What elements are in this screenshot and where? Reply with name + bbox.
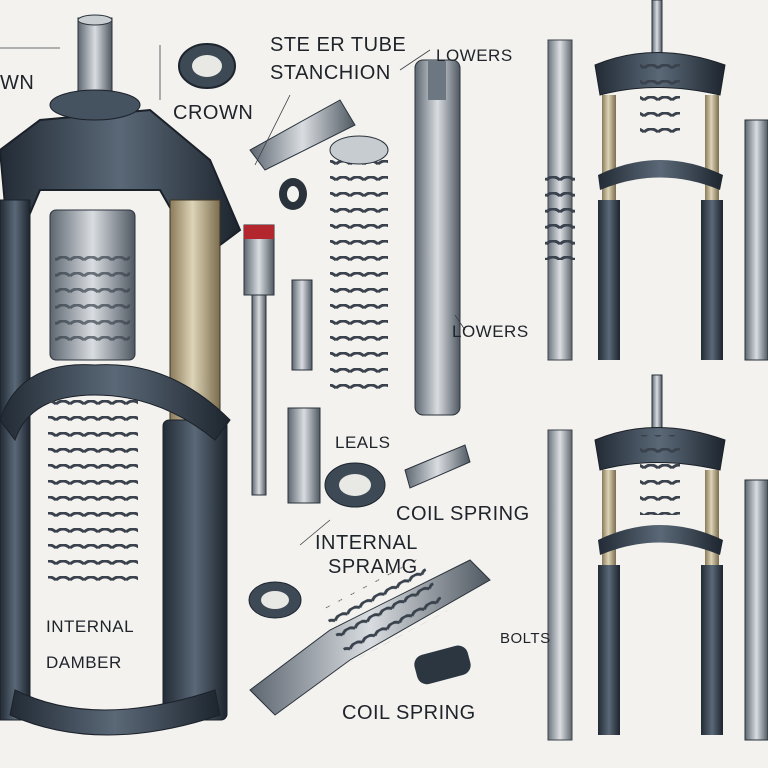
seals-label: LEALS <box>335 433 391 452</box>
fork-bottom-right <box>547 374 768 741</box>
lowers-part <box>414 59 461 416</box>
internal-spring-label-line2: SPRAMG <box>328 556 418 578</box>
internal-coil <box>48 400 138 590</box>
leader-lines <box>0 45 466 546</box>
crown-label: CROWN <box>173 102 254 124</box>
internal-damper-label-line2: DAMBER <box>46 653 122 672</box>
bolt-part <box>414 645 471 685</box>
loose-parts <box>178 43 491 716</box>
coil-spring-label-2: COIL SPRING <box>342 702 476 724</box>
coil-spring-part <box>330 150 388 390</box>
internal-damper-label-line1: INTERNAL <box>46 617 135 636</box>
crown-label-cut: WN <box>0 72 35 94</box>
lowers-label-top: LOWERS <box>436 46 513 65</box>
main-fork <box>0 14 242 736</box>
fork-top-right <box>545 0 768 361</box>
bolts-label: BOLTS <box>500 630 551 647</box>
internal-spring-label-line1: INTERNAL <box>315 532 418 554</box>
coil-spring-label-1: COIL SPRING <box>396 503 530 525</box>
lower-arch <box>0 364 231 442</box>
lowers-label-mid: LOWERS <box>452 322 529 341</box>
steer-tube-part <box>249 99 356 171</box>
right-lower-leg <box>162 419 228 721</box>
stanchion-label: STANCHION <box>270 62 391 84</box>
steer-tube-label: STE ER TUBE <box>270 34 407 56</box>
left-lower-leg <box>0 199 31 721</box>
